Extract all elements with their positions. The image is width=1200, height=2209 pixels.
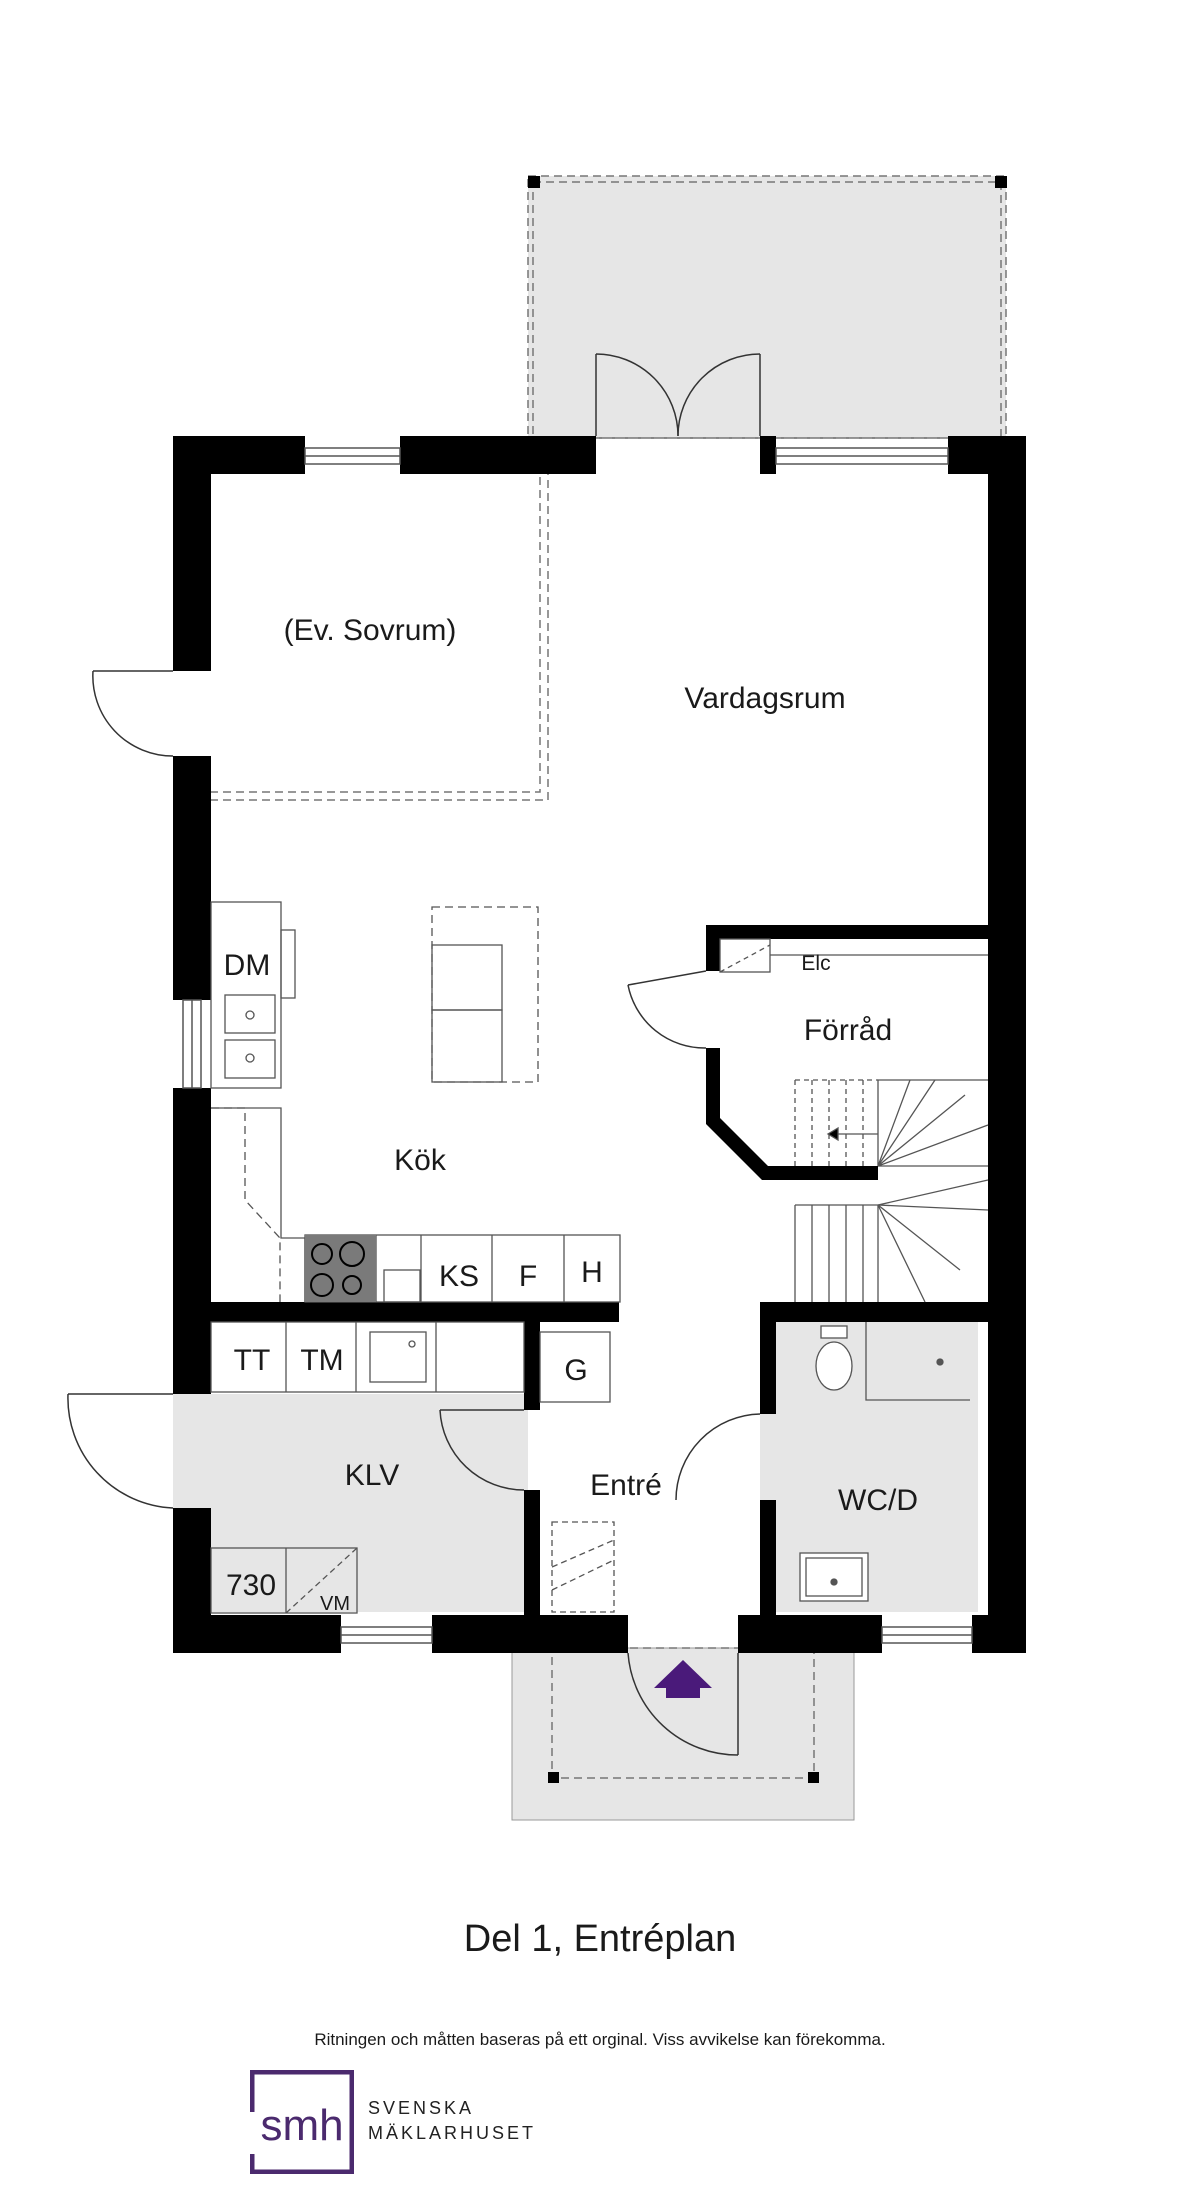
logo-wordmark: SVENSKA MÄKLARHUSET bbox=[368, 2096, 536, 2146]
label-g: G bbox=[564, 1354, 587, 1387]
walls bbox=[173, 436, 1026, 1653]
label-tt: TT bbox=[234, 1344, 271, 1377]
klv-floor bbox=[173, 1394, 528, 1612]
label-kok: Kök bbox=[394, 1144, 447, 1177]
disclaimer-text: Ritningen och måtten baseras på ett orgi… bbox=[314, 2030, 886, 2049]
label-vardagsrum: Vardagsrum bbox=[684, 682, 845, 715]
svg-text:smh: smh bbox=[260, 2101, 343, 2150]
label-730: 730 bbox=[226, 1569, 276, 1602]
logo-line-2: MÄKLARHUSET bbox=[368, 2123, 537, 2143]
label-h: H bbox=[581, 1256, 603, 1289]
wc-fixtures bbox=[799, 1322, 970, 1602]
logo-line-1: SVENSKA bbox=[368, 2098, 475, 2118]
label-entre: Entré bbox=[590, 1469, 662, 1502]
entrance-arrow-icon bbox=[654, 1660, 712, 1698]
label-wcd: WC/D bbox=[838, 1484, 918, 1517]
doors bbox=[67, 353, 761, 1756]
label-dm: DM bbox=[224, 949, 271, 982]
stairs bbox=[719, 938, 989, 1303]
label-elc: Elc bbox=[801, 952, 830, 975]
kitchen-fixtures bbox=[210, 901, 621, 1614]
plan-title: Del 1, Entréplan bbox=[463, 1918, 737, 1960]
smh-logo-mark-icon: smh bbox=[249, 2069, 355, 2175]
label-ks: KS bbox=[439, 1260, 479, 1293]
company-logo: smh SVENSKA MÄKLARHUSET bbox=[249, 2069, 580, 2175]
label-forrad: Förråd bbox=[804, 1014, 892, 1047]
label-ev-sovrum: (Ev. Sovrum) bbox=[284, 614, 457, 647]
label-klv: KLV bbox=[345, 1459, 399, 1492]
label-tm: TM bbox=[300, 1344, 343, 1377]
windows bbox=[182, 447, 973, 1644]
label-vm: VM bbox=[320, 1593, 350, 1615]
stove-icon bbox=[305, 1235, 376, 1302]
terrace-rear bbox=[527, 175, 1007, 439]
wcd-floor bbox=[760, 1322, 978, 1612]
label-f: F bbox=[519, 1260, 537, 1293]
